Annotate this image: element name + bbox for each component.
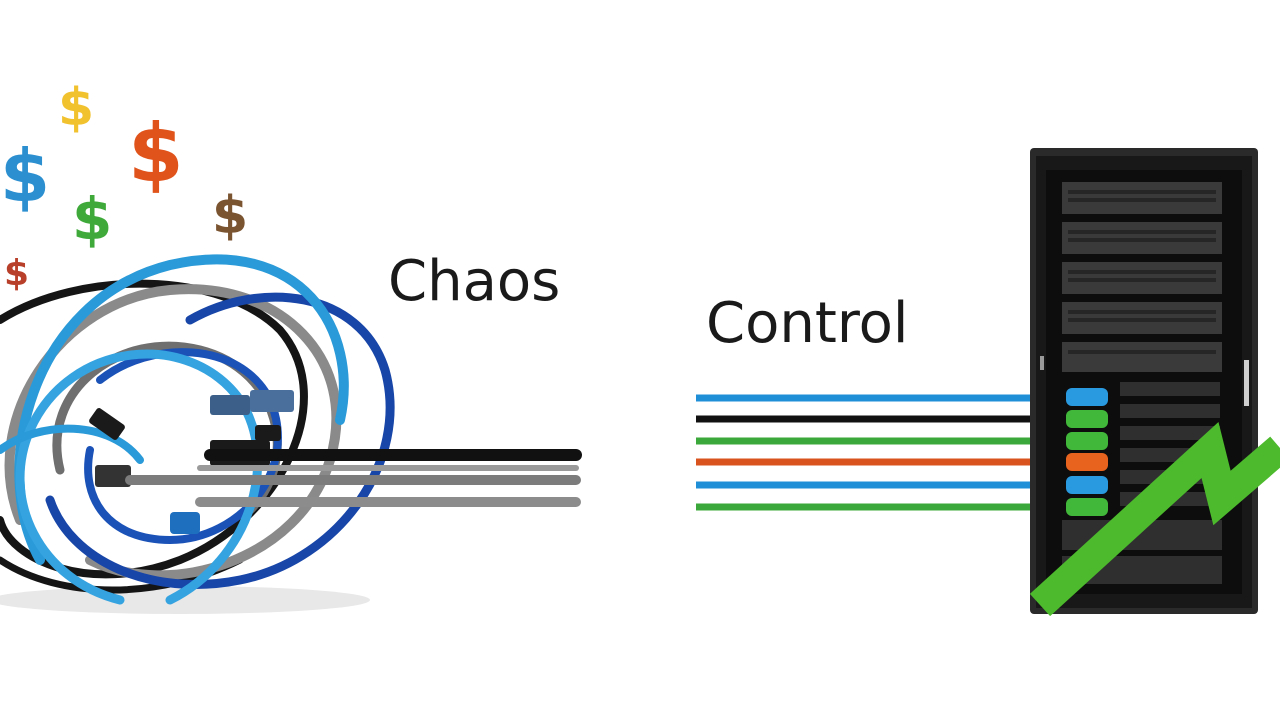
chaos-label: Chaos [388, 249, 561, 314]
dollar-sign-icon: $ [128, 107, 184, 200]
dollar-sign-icon: $ [72, 185, 113, 253]
dollar-sign-icon: $ [4, 253, 30, 294]
tangled-cables-icon [0, 254, 582, 614]
server-rack-icon [1030, 148, 1258, 614]
dollar-sign-icon: $ [58, 78, 95, 138]
dollar-sign-icon: $ [0, 134, 51, 218]
organized-cables-icon [696, 394, 1070, 511]
control-label: Control [706, 291, 909, 356]
dollar-sign-icon: $ [212, 186, 249, 246]
trend-up-arrow-icon [1029, 421, 1280, 617]
